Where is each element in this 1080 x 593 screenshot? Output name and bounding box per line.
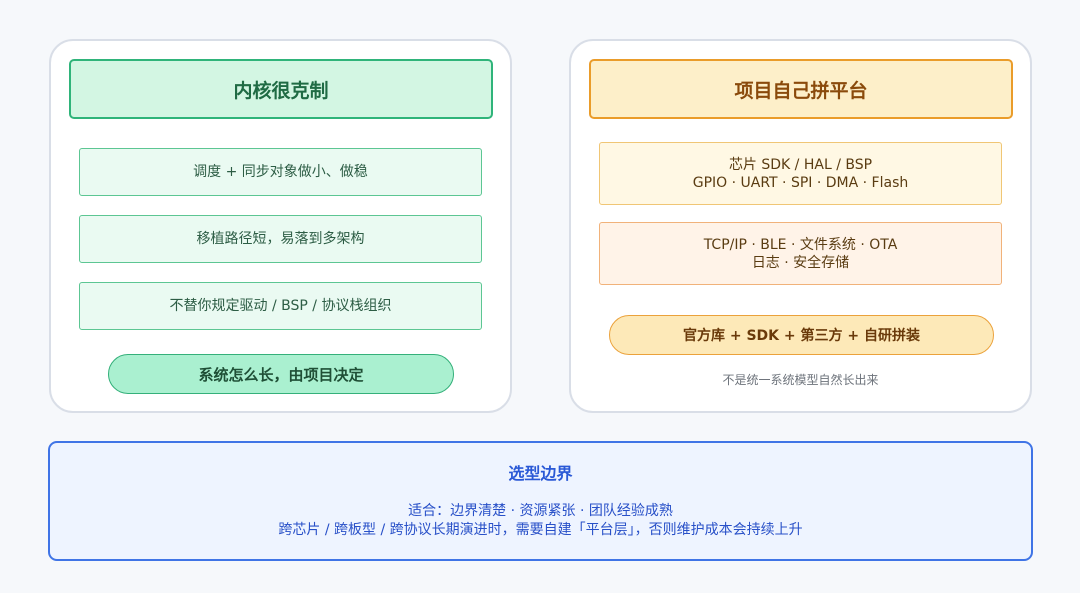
kernel-panel: 内核很克制 调度 + 同步对象做小、做稳 移植路径短，易落到多架构 不替你规定驱… (49, 39, 512, 413)
platform-box-middleware: TCP/IP · BLE · 文件系统 · OTA 日志 · 安全存储 (599, 222, 1002, 285)
platform-assembly-pill: 官方库 + SDK + 第三方 + 自研拼装 (609, 315, 994, 355)
platform-panel: 项目自己拼平台 芯片 SDK / HAL / BSP GPIO · UART ·… (569, 39, 1032, 413)
kernel-title: 内核很克制 (69, 59, 493, 119)
kernel-item-porting: 移植路径短，易落到多架构 (79, 215, 482, 263)
boundary-title: 选型边界 (508, 464, 573, 483)
kernel-item-no-prescription: 不替你规定驱动 / BSP / 协议栈组织 (79, 282, 482, 330)
kernel-conclusion-pill: 系统怎么长，由项目决定 (108, 354, 454, 394)
platform-box-middleware-line2: 日志 · 安全存储 (751, 254, 850, 271)
platform-box-sdk: 芯片 SDK / HAL / BSP GPIO · UART · SPI · D… (599, 142, 1002, 205)
platform-box-middleware-line1: TCP/IP · BLE · 文件系统 · OTA (703, 236, 898, 253)
platform-title: 项目自己拼平台 (589, 59, 1013, 119)
platform-note: 不是统一系统模型自然长出来 (722, 373, 879, 387)
kernel-item-scheduling: 调度 + 同步对象做小、做稳 (79, 148, 482, 196)
platform-box-sdk-line2: GPIO · UART · SPI · DMA · Flash (692, 174, 909, 191)
platform-box-sdk-line1: 芯片 SDK / HAL / BSP (728, 156, 873, 173)
boundary-line-suitable: 适合：边界清楚 · 资源紧张 · 团队经验成熟 (408, 503, 673, 519)
selection-boundary-box: 选型边界 适合：边界清楚 · 资源紧张 · 团队经验成熟 跨芯片 / 跨板型 /… (48, 441, 1033, 561)
boundary-line-warning: 跨芯片 / 跨板型 / 跨协议长期演进时，需要自建「平台层」，否则维护成本会持续… (278, 522, 803, 538)
